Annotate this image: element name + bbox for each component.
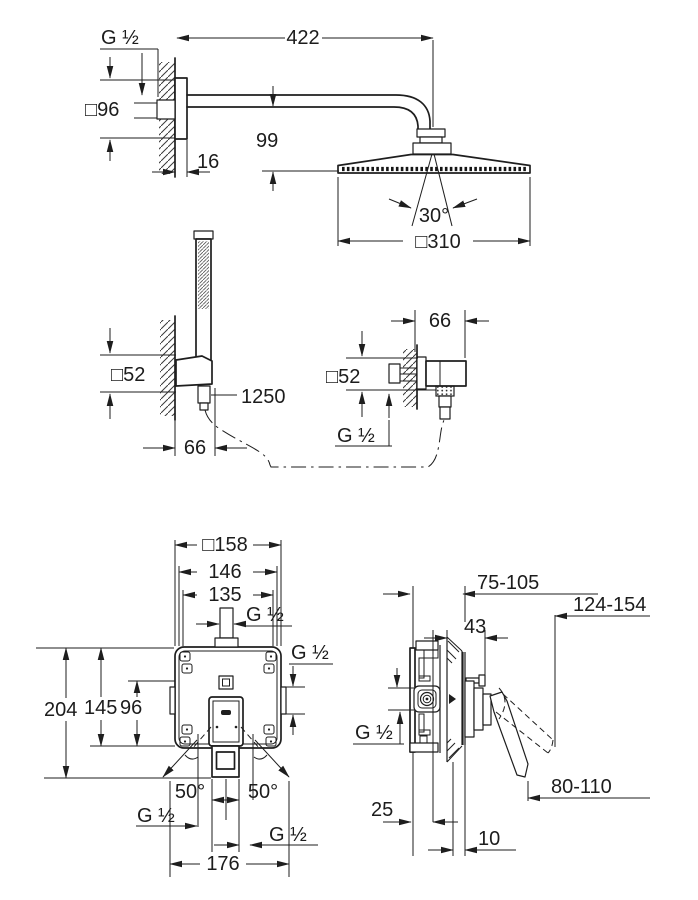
- dim-width-146: 146: [208, 561, 241, 583]
- union-body: [425, 360, 467, 387]
- stop-screw: [218, 675, 234, 690]
- dim-depth-range: 75-105: [477, 572, 539, 594]
- shower-bracket: [175, 355, 213, 387]
- plaster-shield: [439, 636, 463, 763]
- dim-head-size: □310: [415, 231, 460, 253]
- thread-label-bottom-left: G ½: [137, 805, 175, 827]
- dim-hose-length: 1250: [241, 386, 286, 408]
- cartridge-housing: [208, 696, 244, 747]
- alignment-arrow: [449, 694, 456, 704]
- wall-hatch: [160, 320, 175, 416]
- dim-depth-25: 25: [371, 799, 393, 821]
- bracket-outlet: [197, 385, 211, 404]
- dim-height-96: 96: [120, 697, 142, 719]
- shower-hose: [204, 409, 445, 468]
- hose-nipple: [438, 395, 452, 408]
- arm-nut: [416, 128, 446, 138]
- shower-arm-outer: [186, 94, 431, 130]
- shower-head: [337, 153, 531, 174]
- union-escutcheon: [416, 356, 427, 390]
- head-collar: [412, 142, 452, 155]
- dim-width-135: 135: [208, 584, 241, 606]
- wall-union-view: 66 □52 G ½: [326, 310, 489, 447]
- shower-arm-inner: [186, 106, 419, 130]
- wall-hatch: [403, 349, 417, 407]
- dim-lever-reach-min: 80-110: [551, 776, 612, 798]
- mixer-side-view: 75-105 124-154 43 G ½ 80-110 25 10: [353, 572, 650, 856]
- side-port-left: [169, 686, 176, 715]
- mounting-screws: [179, 651, 277, 747]
- top-port: [219, 607, 234, 639]
- dim-spray-angle: 30°: [419, 205, 449, 227]
- dim-angle-right: 50°: [248, 781, 278, 803]
- dim-head-drop: 99: [256, 130, 278, 152]
- lever-handle: [489, 691, 529, 778]
- dim-union-escutcheon: □52: [326, 366, 360, 388]
- handle-grip-texture: [198, 241, 209, 309]
- mixer-front-view: □158 146 135 G ½ G ½ 204 145 96 50° 50°: [36, 534, 333, 877]
- dim-lever-reach-max: 124-154: [573, 594, 646, 616]
- dim-depth-10: 10: [478, 828, 500, 850]
- thread-label-union: G ½: [337, 425, 375, 447]
- dim-plate-size: □158: [202, 534, 247, 556]
- dim-plug-depth: 43: [464, 616, 486, 638]
- thread-label-bottom-right: G ½: [269, 824, 307, 846]
- supply-stub: [156, 99, 176, 120]
- thread-label-top: G ½: [246, 604, 284, 626]
- thread-label-arm: G ½: [101, 27, 139, 49]
- arm-escutcheon: [174, 77, 188, 140]
- dim-arm-reach: 422: [286, 27, 319, 49]
- trim-escutcheon: [464, 680, 475, 738]
- dim-escutcheon-depth: 16: [197, 151, 219, 173]
- thread-label-side: G ½: [355, 722, 393, 744]
- dim-bracket-escutcheon: □52: [111, 364, 145, 386]
- dim-arm-escutcheon: □96: [85, 99, 119, 121]
- handle-base: [482, 693, 492, 726]
- lever-alt-position: [495, 687, 554, 754]
- dim-bracket-projection: 66: [184, 437, 206, 459]
- knurled-nut: [435, 385, 455, 397]
- dim-angle-left: 50°: [175, 781, 205, 803]
- head-shower-view: 422 G ½ □96 16 99 30° □310: [85, 27, 531, 253]
- side-port-right: [280, 686, 287, 715]
- dim-width-176: 176: [206, 853, 239, 875]
- supply-pipe: [388, 363, 401, 384]
- thread-label-right: G ½: [291, 642, 329, 664]
- dim-height-145: 145: [84, 697, 117, 719]
- hand-shower-view: □52 66 1250: [100, 230, 445, 468]
- dim-union-projection: 66: [429, 310, 451, 332]
- dim-height-204: 204: [44, 699, 77, 721]
- hand-shower-cap: [193, 230, 214, 240]
